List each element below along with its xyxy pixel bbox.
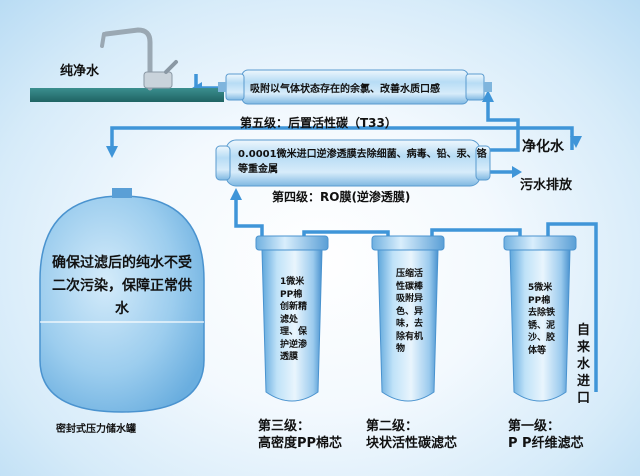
stage3-caption: 第三级： 高密度PP棉芯 xyxy=(258,418,342,452)
faucet-spout xyxy=(103,27,153,91)
filter-housing-stage3 xyxy=(255,235,329,402)
waste-water-label: 污水排放 xyxy=(520,178,573,193)
arrow-up-ro xyxy=(230,188,242,200)
stage5-carbon-tube xyxy=(218,69,492,105)
counter-top xyxy=(30,88,224,102)
stage3-filter-description: 1微米PP棉创新精滤处理、保护逆渗透膜 xyxy=(280,277,308,362)
ro-description: 0.0001微米进口逆渗透膜去除细菌、病毒、铅、汞、铬等重金属 xyxy=(238,149,487,175)
stage4-title: 第四级：RO膜(逆渗透膜) xyxy=(272,190,411,204)
arrow-up-stage5 xyxy=(482,90,494,102)
tank-label: 密封式压力储水罐 xyxy=(56,424,136,435)
stage1-caption: 第一级： P P纤维滤芯 xyxy=(508,418,584,452)
tap-water-inlet-label: 自来水进口 xyxy=(577,323,591,406)
faucet xyxy=(30,27,224,102)
pure-water-label: 纯净水 xyxy=(60,64,100,79)
filter-housing-stage2 xyxy=(371,235,445,402)
stage1-filter-description: 5微米PP棉去除铁锈、泥沙、胶体等 xyxy=(528,283,556,356)
arrow-waste xyxy=(512,166,522,178)
stage1-caption-line2: P P纤维滤芯 xyxy=(508,436,584,451)
pipe-stage3-to-ro xyxy=(234,198,264,238)
tank-description: 确保过滤后的纯水不受二次污染，保障正常供水 xyxy=(52,255,192,317)
inlet-pipe xyxy=(546,222,598,392)
stage2-caption-line2: 块状活性碳滤芯 xyxy=(366,436,458,451)
pipe-ro-to-stage5 xyxy=(486,100,520,152)
pipe-stage1-to-stage2 xyxy=(430,228,522,238)
stage2-caption-line1: 第二级： xyxy=(366,419,419,434)
stage5-title: 第五级：后置活性碳（T33） xyxy=(240,116,397,130)
arrow-to-tank xyxy=(106,146,118,158)
stage3-caption-line2: 高密度PP棉芯 xyxy=(258,436,343,451)
purified-water-label: 净化水 xyxy=(522,139,564,155)
stage1-caption-line1: 第一级： xyxy=(508,419,561,434)
storage-tank xyxy=(39,188,205,413)
stage3-caption-line1: 第三级： xyxy=(258,419,311,434)
filter-housing-stage1 xyxy=(503,235,577,402)
arrow-purified xyxy=(570,136,582,148)
stage5-description: 吸附以气体状态存在的余氯、改善水质口感 xyxy=(250,84,440,95)
stage2-caption: 第二级： 块状活性碳滤芯 xyxy=(366,418,457,452)
stage2-filter-description: 压缩活性碳棒吸附异色、异味，去除有机物 xyxy=(396,269,424,354)
pipe-stage2-to-stage3 xyxy=(302,230,390,238)
ro-membrane-tube xyxy=(215,139,491,187)
